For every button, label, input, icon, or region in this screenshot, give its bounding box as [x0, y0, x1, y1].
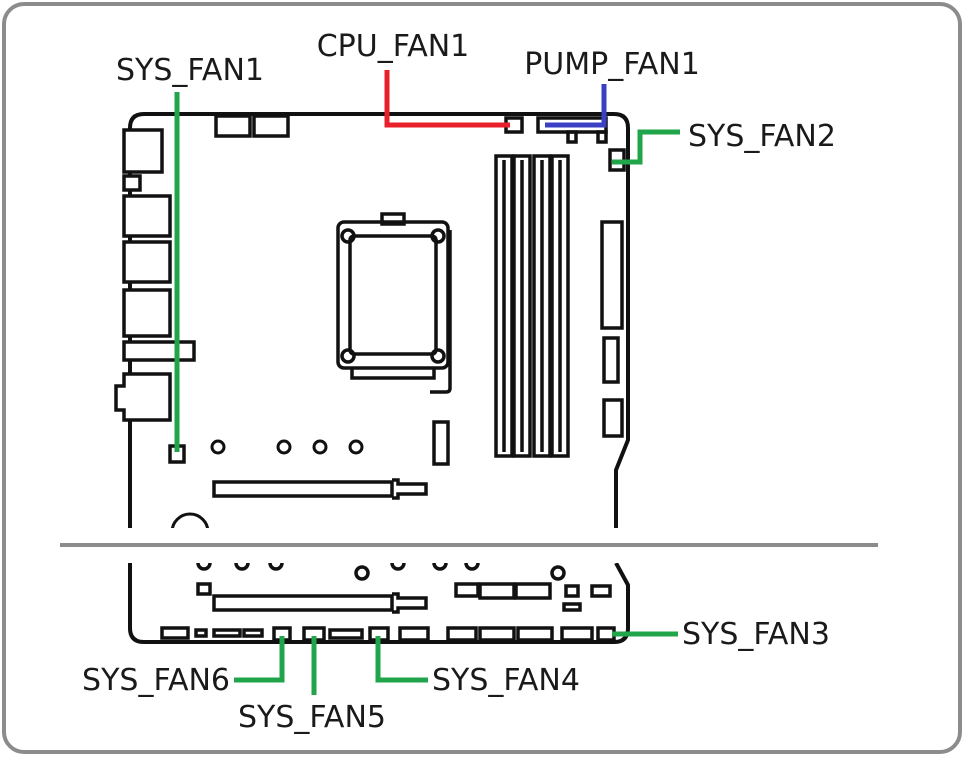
sys-fan2-leader [612, 129, 680, 165]
motherboard-outline [128, 112, 630, 644]
sys-fan4-label: SYS_FAN4 [432, 663, 580, 698]
cpu-socket [336, 212, 452, 394]
sys-fan4-leader [375, 636, 428, 683]
cut-divider [60, 528, 880, 563]
rear-io-ports [114, 128, 196, 422]
sys-fan2-label: SYS_FAN2 [688, 119, 836, 154]
sys-fan-leaders [174, 92, 680, 695]
pcie-slot-top [212, 478, 428, 500]
sys-fan6-label: SYS_FAN6 [82, 663, 230, 698]
right-connectors [432, 220, 624, 466]
cpu-fan1-label: CPU_FAN1 [317, 29, 470, 64]
sys-fan5-label: SYS_FAN5 [238, 700, 386, 735]
sys-fan1-label: SYS_FAN1 [116, 53, 264, 88]
pump-fan1-leader [545, 84, 607, 128]
pump-fan1-label: PUMP_FAN1 [524, 47, 700, 82]
cpu-fan1-leader [384, 70, 510, 128]
dimm-slots [494, 154, 570, 458]
lower-components [160, 562, 616, 642]
sys-fan3-label: SYS_FAN3 [682, 617, 830, 652]
sys-fan6-leader [234, 636, 285, 683]
